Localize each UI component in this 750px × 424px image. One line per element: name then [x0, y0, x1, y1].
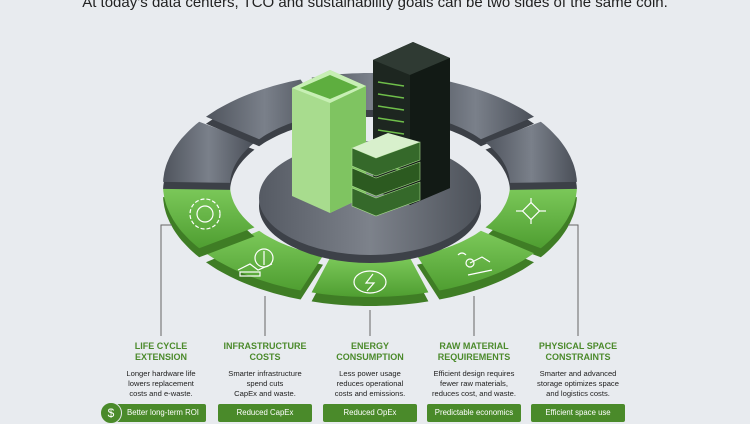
- badge-predictable-economics: Predictable economics: [427, 404, 521, 422]
- gear-cycle-icon: [189, 198, 221, 230]
- pillar-description: Longer hardware life lowers replacement …: [126, 369, 196, 398]
- pillar-title: LIFE CYCLE EXTENSION: [134, 341, 188, 362]
- connector-line-1: [160, 224, 172, 336]
- ring-segment-gear-cycle: [485, 187, 577, 249]
- rack-slot-light: [377, 81, 405, 87]
- pillar-description: Efficient design requires fewer raw mate…: [432, 369, 516, 398]
- pillar-title: ENERGY CONSUMPTION: [336, 341, 404, 362]
- badge-efficient-space: Efficient space use: [531, 404, 625, 422]
- server-unit: [351, 161, 421, 197]
- pillar-physical-space: PHYSICAL SPACE CONSTRAINTS Smarter and a…: [518, 341, 638, 399]
- pillar-raw-material: RAW MATERIAL REQUIREMENTS Efficient desi…: [414, 341, 534, 399]
- server-unit: [351, 181, 421, 217]
- pillar-title: RAW MATERIAL REQUIREMENTS: [437, 341, 511, 362]
- badge-better-roi: $ Better long-term ROI: [100, 402, 206, 424]
- dollar-coin-icon: $: [100, 402, 122, 424]
- stacked-servers: [351, 133, 421, 217]
- rack-slot-light: [377, 117, 405, 123]
- pillar-life-cycle: LIFE CYCLE EXTENSION Longer hardware lif…: [101, 341, 221, 399]
- ring-segment-gray-1: [163, 121, 255, 183]
- energy-cycle-icon: [353, 270, 387, 294]
- compress-icon: [516, 198, 546, 224]
- robot-arm-icon: [457, 252, 493, 276]
- server-top: [352, 133, 420, 158]
- badge-label: Better long-term ROI: [127, 408, 199, 417]
- pillar-description: Less power usage reduces operational cos…: [334, 369, 406, 398]
- badge-reduced-opex: Reduced OpEx: [323, 404, 417, 422]
- pillar-infrastructure: INFRASTRUCTURE COSTS Smarter infrastruct…: [205, 341, 325, 399]
- connector-line-5: [568, 224, 579, 336]
- ring-segment-compress: [163, 187, 255, 249]
- pillar-title: INFRASTRUCTURE COSTS: [223, 341, 307, 362]
- page-title: At today’s data centers, TCO and sustain…: [82, 0, 668, 11]
- rack-slot-light: [377, 93, 405, 99]
- ring-segment-gray-5: [485, 121, 577, 183]
- green-storage-building: [292, 70, 366, 213]
- pillar-energy: ENERGY CONSUMPTION Less power usage redu…: [310, 341, 430, 399]
- dollar-chart-icon: [237, 248, 274, 277]
- rack-slot-light: [377, 129, 405, 135]
- pillar-title: PHYSICAL SPACE CONSTRAINTS: [538, 341, 618, 362]
- pillar-description: Smarter and advanced storage optimizes s…: [537, 369, 619, 398]
- badge-reduced-capex: Reduced CapEx: [218, 404, 312, 422]
- rack-slot-light: [377, 105, 405, 111]
- pillar-description: Smarter infrastructure spend cuts CapEx …: [228, 369, 302, 398]
